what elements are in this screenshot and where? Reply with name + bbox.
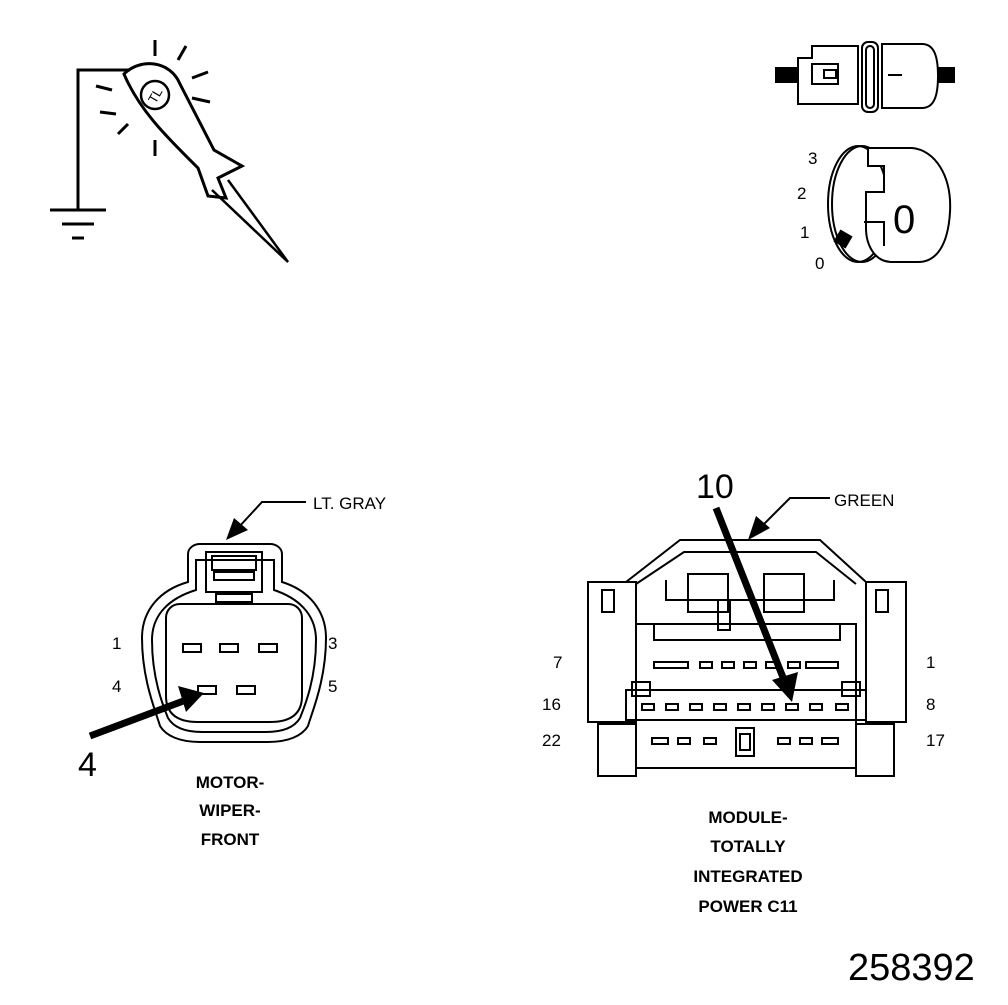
- module-connector-name-line-1: MODULE-: [708, 808, 787, 827]
- module-pin-label-17: 17: [926, 731, 945, 750]
- module-pin-label-22: 22: [542, 731, 561, 750]
- svg-text:TL: TL: [145, 85, 166, 106]
- module-connector-color-label: GREEN: [834, 491, 894, 510]
- module-callout-pin: 10: [696, 468, 734, 506]
- motor-pin-label-5: 5: [328, 677, 337, 696]
- motor-wiper-connector: LT. GRAY 1 3 4 5 4 MOTOR-: [78, 494, 386, 849]
- module-connector-name-line-3: INTEGRATED: [693, 867, 802, 886]
- ignition-switch-icon: 3 2 1 0 0: [797, 145, 952, 273]
- ignition-position-3: 3: [808, 149, 817, 168]
- module-connector-name-line-2: TOTALLY: [710, 837, 786, 856]
- motor-pin-label-3: 3: [328, 634, 337, 653]
- ignition-position-0: 0: [815, 254, 824, 273]
- module-pin-label-16: 16: [542, 695, 561, 714]
- ignition-position-1: 1: [800, 223, 809, 242]
- test-light-icon: TL: [50, 40, 290, 263]
- motor-pin-label-1: 1: [112, 634, 121, 653]
- module-connector: GREEN: [542, 468, 945, 916]
- figure-number: 258392: [848, 947, 975, 989]
- connector-disconnect-icon: [775, 41, 955, 113]
- ignition-position-2: 2: [797, 184, 806, 203]
- motor-callout-pin: 4: [78, 746, 97, 784]
- module-connector-name-line-4: POWER C11: [698, 897, 797, 916]
- module-pin-label-8: 8: [926, 695, 935, 714]
- motor-connector-name-line-1: MOTOR-: [196, 773, 265, 792]
- motor-connector-name-line-3: FRONT: [201, 830, 260, 849]
- motor-connector-color-label: LT. GRAY: [313, 494, 386, 513]
- module-pin-label-7: 7: [553, 653, 562, 672]
- motor-connector-name-line-2: WIPER-: [199, 801, 260, 820]
- module-pin-label-1: 1: [926, 653, 935, 672]
- motor-pin-label-4: 4: [112, 677, 121, 696]
- ignition-key-label: 0: [893, 198, 915, 242]
